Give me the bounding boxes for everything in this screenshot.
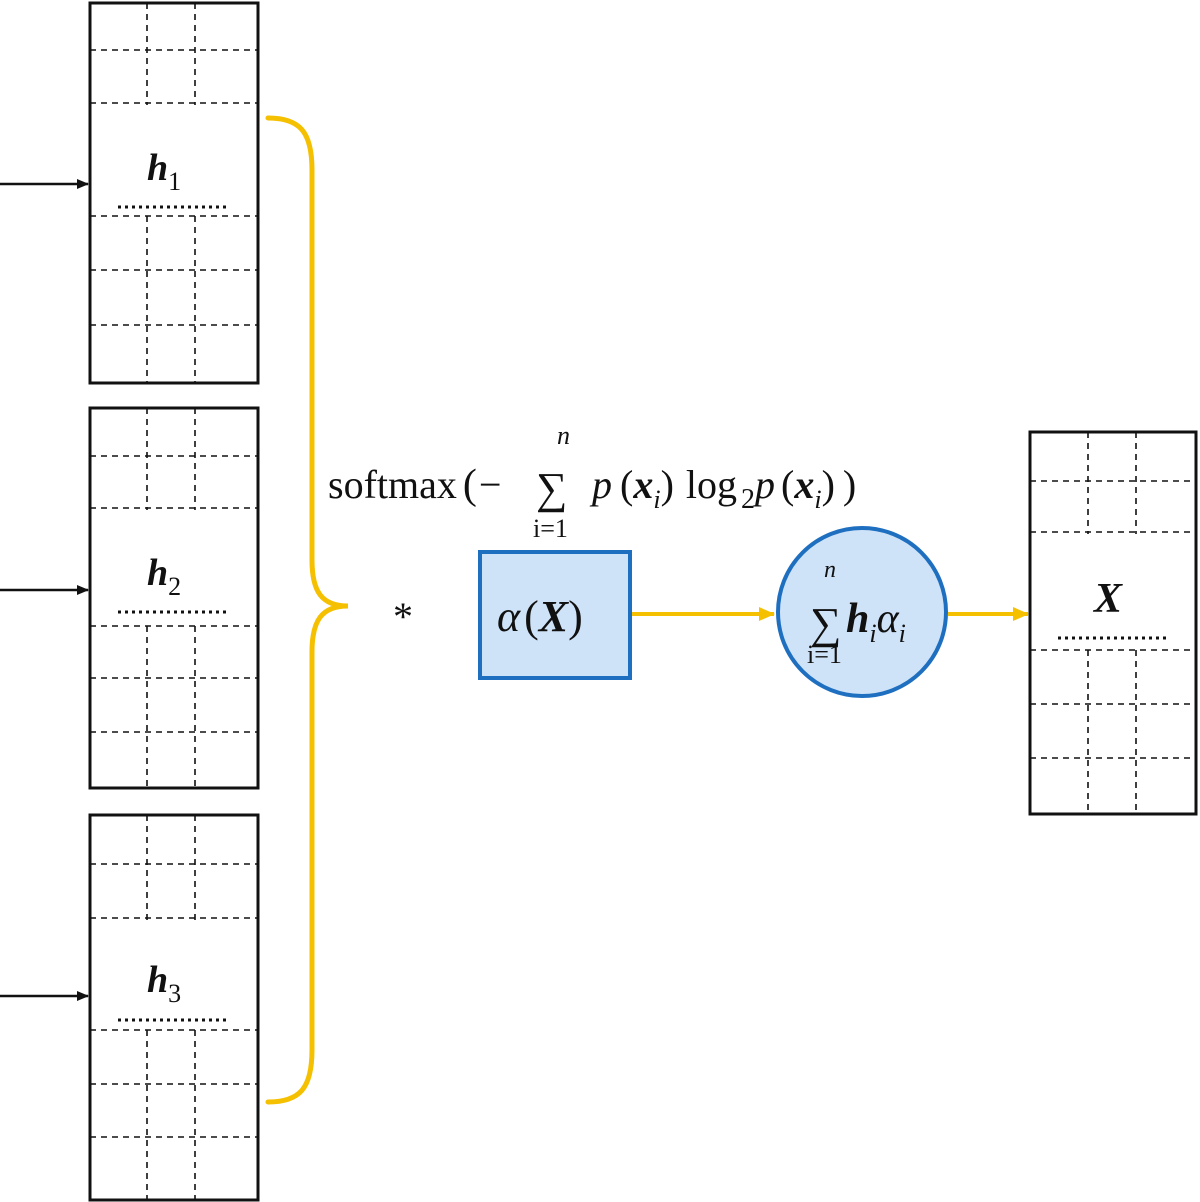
weighted-sum-node: ∑ n i=1 hiαi xyxy=(776,526,948,698)
input-matrix-h2: h2 xyxy=(88,406,260,790)
svg-text:hiαi: hiαi xyxy=(846,596,906,648)
input-matrix-h1: h1 xyxy=(88,1,260,385)
svg-text:softmax(−: softmax(− xyxy=(328,462,501,508)
svg-text:α(X): α(X) xyxy=(497,592,583,641)
svg-text:i=1: i=1 xyxy=(533,514,568,543)
grouping-brace xyxy=(265,115,349,1105)
svg-text:∑: ∑ xyxy=(810,599,841,648)
output-matrix-x: X xyxy=(1028,430,1198,816)
multiply-symbol: * xyxy=(393,594,413,639)
svg-text:n: n xyxy=(824,557,836,583)
svg-text:n: n xyxy=(557,421,570,450)
svg-text:i=1: i=1 xyxy=(807,640,842,669)
h2-label: h2 xyxy=(147,552,181,601)
output-label: X xyxy=(1092,576,1123,622)
alpha-weight-box: α(X) xyxy=(478,550,632,680)
h1-label: h1 xyxy=(147,147,181,196)
svg-text:∑: ∑ xyxy=(536,464,567,513)
h3-label: h3 xyxy=(147,959,181,1008)
input-matrix-h3: h3 xyxy=(88,813,260,1202)
